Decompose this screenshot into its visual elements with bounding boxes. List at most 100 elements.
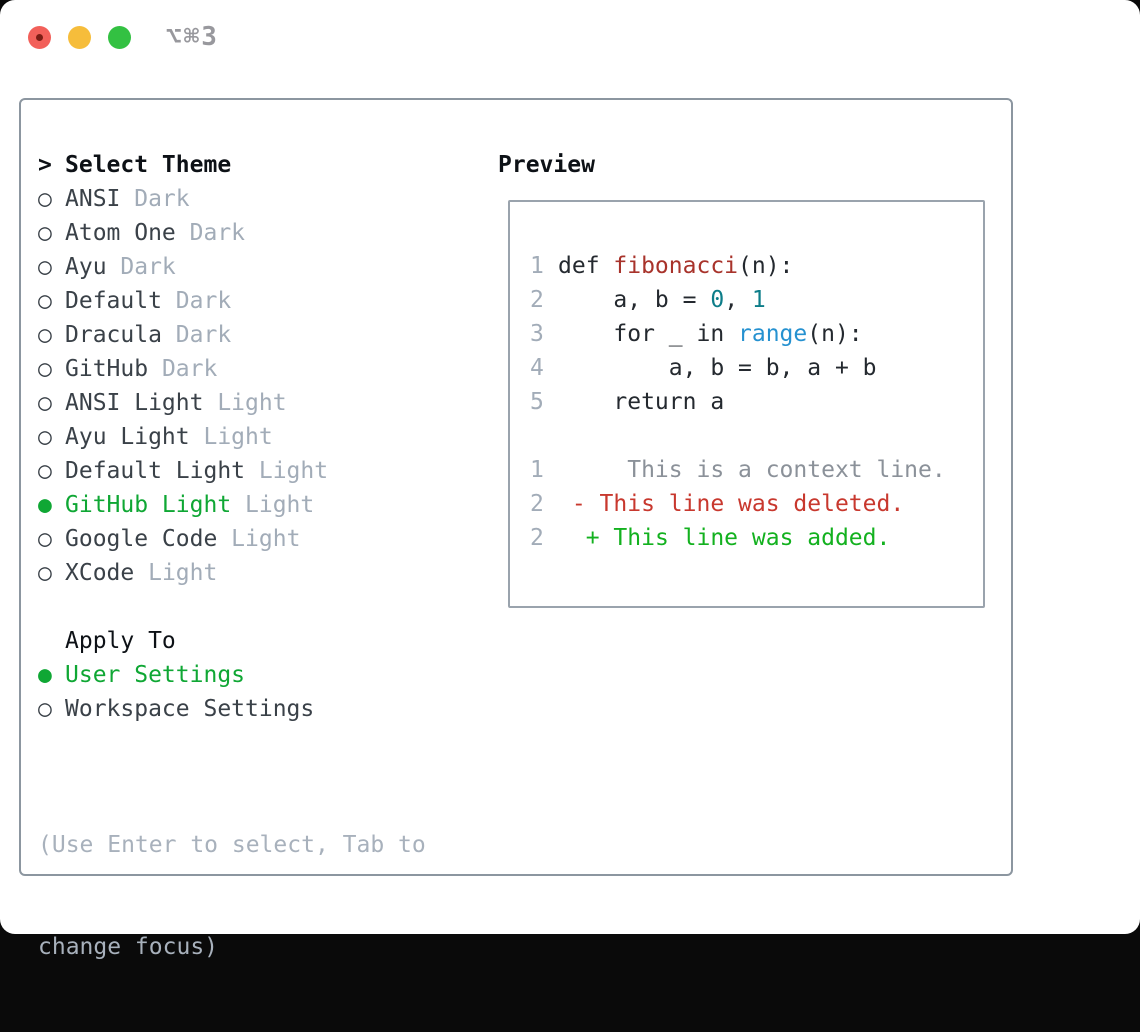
spacer: [38, 590, 426, 624]
theme-option-ansi[interactable]: ○ ANSI Dark: [38, 182, 426, 216]
option-variant-label: Dark: [106, 254, 176, 280]
radio-unselected-icon: ○: [38, 356, 52, 382]
preview-column: Preview: [498, 148, 595, 182]
preview-title: Preview: [498, 152, 595, 178]
theme-option-github[interactable]: ○ GitHub Dark: [38, 352, 426, 386]
code-token-added: + This line was added.: [585, 525, 891, 551]
option-label: Workspace Settings: [65, 696, 315, 722]
code-token-plain: a, b =: [558, 287, 711, 313]
theme-option-github-light[interactable]: ● GitHub Light Light: [38, 488, 426, 522]
minimize-button[interactable]: [68, 26, 91, 49]
option-label: Default Light: [65, 458, 246, 484]
theme-picker-panel: > Select Theme ○ANSI Dark○Atom One Dark○…: [19, 98, 1013, 960]
hint-line-2: change focus): [38, 934, 219, 960]
radio-unselected-icon: ○: [38, 390, 52, 416]
select-theme-title: Select Theme: [65, 152, 232, 178]
theme-option-dracula[interactable]: ○ Dracula Dark: [38, 318, 426, 352]
radio-unselected-icon: ○: [38, 696, 52, 722]
apply-option-workspace-settings[interactable]: ○ Workspace Settings: [38, 692, 426, 726]
option-label: Google Code: [65, 526, 218, 552]
line-number: 5: [530, 389, 544, 415]
code-line: 2 a, b = 0, 1: [530, 283, 983, 317]
option-variant-label: Light: [245, 458, 329, 484]
radio-selected-icon: ●: [38, 662, 52, 688]
theme-options-list: ○ANSI Dark○Atom One Dark○Ayu Dark○Defaul…: [38, 182, 426, 590]
option-label: GitHub: [65, 356, 149, 382]
code-token-plain: (n):: [738, 253, 794, 279]
radio-unselected-icon: ○: [38, 424, 52, 450]
option-label: User Settings: [65, 662, 246, 688]
code-token-deleted: - This line was deleted.: [571, 491, 905, 517]
option-label: GitHub Light: [65, 492, 232, 518]
line-number: 1: [530, 253, 544, 279]
option-label: XCode: [65, 560, 135, 586]
option-label: Dracula: [65, 322, 162, 348]
theme-option-google-code[interactable]: ○ Google Code Light: [38, 522, 426, 556]
titlebar: ⌥⌘3: [0, 0, 1140, 76]
zoom-button[interactable]: [108, 26, 131, 49]
theme-option-atom-one[interactable]: ○Atom One Dark: [38, 216, 426, 250]
option-label: ANSI Light: [65, 390, 204, 416]
option-label: Atom One: [65, 220, 176, 246]
code-line: 1 def fibonacci(n):: [530, 249, 983, 283]
code-token-function: fibonacci: [613, 253, 739, 279]
radio-unselected-icon: ○: [38, 186, 52, 212]
code-line: 4 a, b = b, a + b: [530, 351, 983, 385]
option-label: Ayu: [65, 254, 107, 280]
code-line: 1 This is a context line.: [530, 453, 983, 487]
code-token-plain: [558, 491, 572, 517]
code-token-plain: [558, 525, 586, 551]
option-variant-label: Light: [217, 526, 301, 552]
radio-unselected-icon: ○: [38, 526, 52, 552]
radio-selected-icon: ●: [38, 492, 52, 518]
code-token-context: This is a context line.: [558, 457, 946, 483]
line-number: 4: [530, 355, 544, 381]
unsaved-changes-dot-icon: [36, 34, 43, 41]
close-button[interactable]: [28, 26, 51, 49]
radio-unselected-icon: ○: [38, 254, 52, 280]
option-label: ANSI: [65, 186, 121, 212]
code-line: 5 return a: [530, 385, 983, 419]
option-variant-label: Light: [203, 390, 287, 416]
theme-option-ansi-light[interactable]: ○ ANSI Light Light: [38, 386, 426, 420]
keyboard-shortcut-label: ⌥⌘3: [166, 22, 219, 52]
code-token-plain: return a: [558, 389, 725, 415]
code-token-plain: a, b = b, a + b: [558, 355, 877, 381]
option-variant-label: Dark: [120, 186, 190, 212]
code-token-number: 1: [751, 287, 766, 313]
line-number: 2: [530, 287, 544, 313]
app-window: ⌥⌘3 > Select Theme ○ ANSI Dark ○ Atom One D…: [0, 0, 1140, 960]
theme-option-default-light[interactable]: ○ Default Light Light: [38, 454, 426, 488]
radio-unselected-icon: ○: [38, 220, 52, 246]
option-label: Ayu Light: [65, 424, 190, 450]
radio-unselected-icon: ○: [38, 458, 52, 484]
apply-option-user-settings[interactable]: ● User Settings: [38, 658, 426, 692]
theme-option-xcode[interactable]: ○XCode Light: [38, 556, 426, 590]
radio-unselected-icon: ○: [38, 322, 52, 348]
prompt-caret-icon: >: [38, 152, 52, 178]
line-number: 2: [530, 491, 544, 517]
line-number: 2: [530, 525, 544, 551]
code-token-builtin: range: [738, 321, 808, 347]
apply-to-options-list: ● User Settings ○ Workspace Settings: [38, 658, 426, 726]
code-token-plain: ,: [724, 287, 752, 313]
spacer: [38, 726, 426, 760]
code-token-number: 0: [710, 287, 725, 313]
radio-unselected-icon: ○: [38, 560, 52, 586]
option-variant-label: Dark: [161, 288, 232, 314]
theme-option-ayu[interactable]: ○ Ayu Dark: [38, 250, 426, 284]
hint-line-1: (Use Enter to select, Tab to: [38, 832, 426, 858]
line-number: 3: [530, 321, 544, 347]
usage-hint: (Use Enter to select, Tab to change focu…: [38, 760, 426, 1032]
theme-option-ayu-light[interactable]: ○ Ayu Light Light: [38, 420, 426, 454]
radio-unselected-icon: ○: [38, 288, 52, 314]
code-token-plain: def: [558, 253, 614, 279]
apply-to-header: Apply To: [38, 624, 426, 658]
theme-option-default[interactable]: ○Default Dark: [38, 284, 426, 318]
code-line: [530, 419, 983, 453]
option-variant-label: Light: [231, 492, 315, 518]
option-variant-label: Light: [189, 424, 273, 450]
option-variant-label: Dark: [161, 322, 232, 348]
option-variant-label: Dark: [148, 356, 218, 382]
line-number: 1: [530, 457, 544, 483]
